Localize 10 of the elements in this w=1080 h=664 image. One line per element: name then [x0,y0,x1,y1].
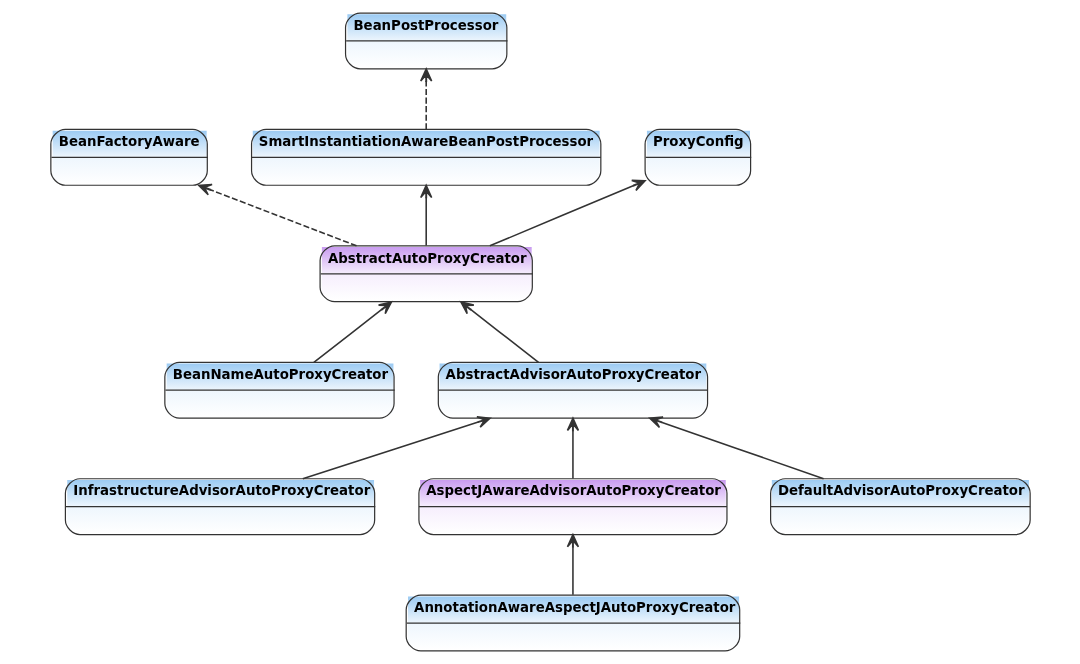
arrow [566,417,579,480]
arrow [419,68,432,130]
arrow [488,179,646,247]
arrow [459,301,539,364]
arrow [419,184,432,247]
arrow [197,183,357,247]
arrow [648,416,824,480]
arrow [301,415,491,480]
arrow [566,533,579,596]
arrow [312,301,392,364]
